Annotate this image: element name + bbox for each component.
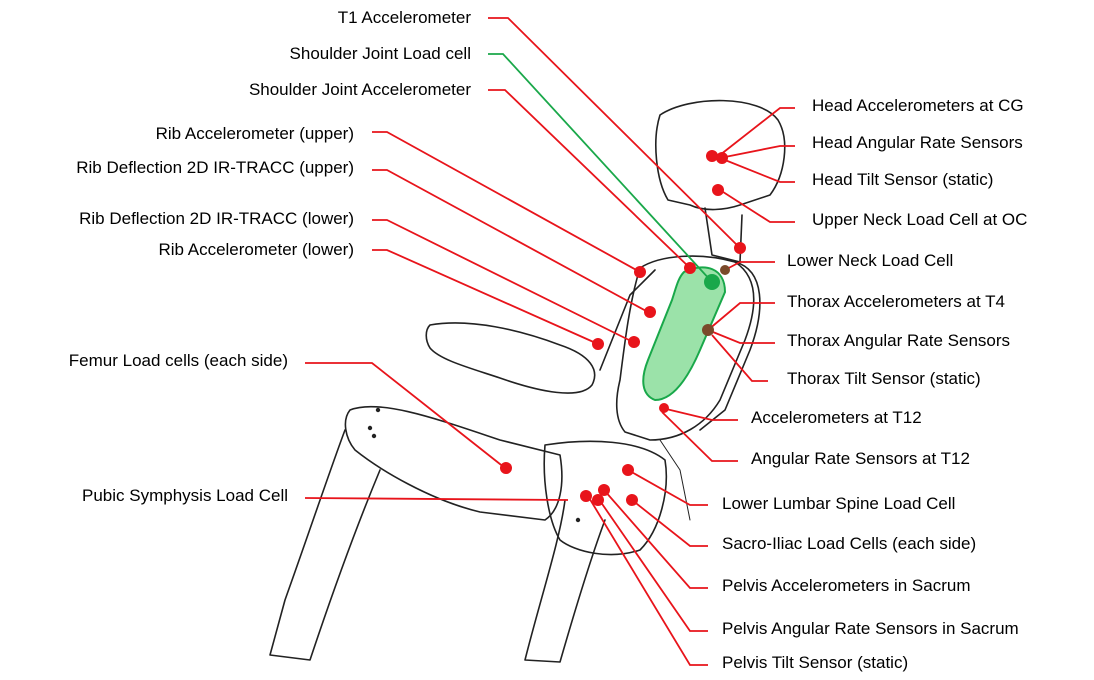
- label-upper-neck-load-cell: Upper Neck Load Cell at OC: [812, 210, 1027, 230]
- leader-rib-accel-lower: [372, 250, 598, 344]
- sensor-pelvis-rate: [592, 494, 604, 506]
- leader-head-rate: [720, 146, 795, 158]
- leader-rib-accel-upper: [372, 132, 640, 272]
- sensor-shoulder-accel: [684, 262, 696, 274]
- sensor-femur: [500, 462, 512, 474]
- label-femur-load-cells: Femur Load cells (each side): [69, 351, 288, 371]
- label-head-accelerometers: Head Accelerometers at CG: [812, 96, 1024, 116]
- leader-t1-accelerometer: [488, 18, 740, 248]
- leader-pubic-load: [305, 498, 568, 500]
- label-rib-accelerometer-upper: Rib Accelerometer (upper): [156, 124, 354, 144]
- sensor-pelvis-accel: [598, 484, 610, 496]
- leader-head-tilt: [720, 158, 795, 182]
- sensor-t1: [734, 242, 746, 254]
- label-thorax-angular-rate: Thorax Angular Rate Sensors: [787, 331, 1010, 351]
- leader-thorax-accel: [708, 303, 775, 330]
- sensor-lumbar: [622, 464, 634, 476]
- sensor-rib-accel-lower: [592, 338, 604, 350]
- leader-thorax-tilt: [712, 335, 768, 381]
- label-rib-accelerometer-lower: Rib Accelerometer (lower): [158, 240, 354, 260]
- leader-shoulder-load-cell: [488, 54, 712, 282]
- sensor-rib-defl-lower: [628, 336, 640, 348]
- label-lower-neck-load-cell: Lower Neck Load Cell: [787, 251, 953, 271]
- sensor-t12: [659, 403, 669, 413]
- sensor-thorax: [702, 324, 714, 336]
- label-rib-deflection-upper: Rib Deflection 2D IR-TRACC (upper): [76, 158, 354, 178]
- label-shoulder-joint-load-cell: Shoulder Joint Load cell: [290, 44, 471, 64]
- label-pubic-symphysis-load-cell: Pubic Symphysis Load Cell: [82, 486, 288, 506]
- sensor-rib-defl-upper: [644, 306, 656, 318]
- label-t12-accelerometers: Accelerometers at T12: [751, 408, 922, 428]
- leader-lower-neck: [725, 262, 775, 270]
- leader-t12-accel: [662, 408, 738, 420]
- leader-rib-defl-lower: [372, 220, 633, 342]
- sensor-head-2: [716, 152, 728, 164]
- label-thorax-accelerometers: Thorax Accelerometers at T4: [787, 292, 1005, 312]
- label-pelvis-accelerometers: Pelvis Accelerometers in Sacrum: [722, 576, 970, 596]
- leader-femur-load: [305, 363, 505, 468]
- leader-upper-neck: [720, 190, 795, 222]
- label-t1-accelerometer: T1 Accelerometer: [338, 8, 471, 28]
- label-head-tilt: Head Tilt Sensor (static): [812, 170, 993, 190]
- label-t12-angular-rate: Angular Rate Sensors at T12: [751, 449, 970, 469]
- leader-rib-defl-upper: [372, 170, 648, 312]
- label-shoulder-joint-accelerometer: Shoulder Joint Accelerometer: [249, 80, 471, 100]
- leader-head-accel: [720, 108, 795, 155]
- sensor-rib-accel-upper: [634, 266, 646, 278]
- label-thorax-tilt: Thorax Tilt Sensor (static): [787, 369, 981, 389]
- leader-pelvis-rate: [598, 498, 708, 631]
- label-lower-lumbar-load-cell: Lower Lumbar Spine Load Cell: [722, 494, 955, 514]
- sensor-lower-neck: [720, 265, 730, 275]
- leader-pelvis-tilt: [588, 496, 708, 665]
- label-sacro-iliac-load-cells: Sacro-Iliac Load Cells (each side): [722, 534, 976, 554]
- sensor-head-1: [706, 150, 718, 162]
- label-rib-deflection-lower: Rib Deflection 2D IR-TRACC (lower): [79, 209, 354, 229]
- leader-lumbar-load: [628, 470, 708, 505]
- label-pelvis-tilt: Pelvis Tilt Sensor (static): [722, 653, 908, 673]
- label-pelvis-angular-rate: Pelvis Angular Rate Sensors in Sacrum: [722, 619, 1019, 639]
- sensor-pubic: [580, 490, 592, 502]
- label-head-angular-rate: Head Angular Rate Sensors: [812, 133, 1023, 153]
- sensor-upper-neck: [712, 184, 724, 196]
- sensor-sacro: [626, 494, 638, 506]
- leader-sacro-load: [632, 500, 708, 546]
